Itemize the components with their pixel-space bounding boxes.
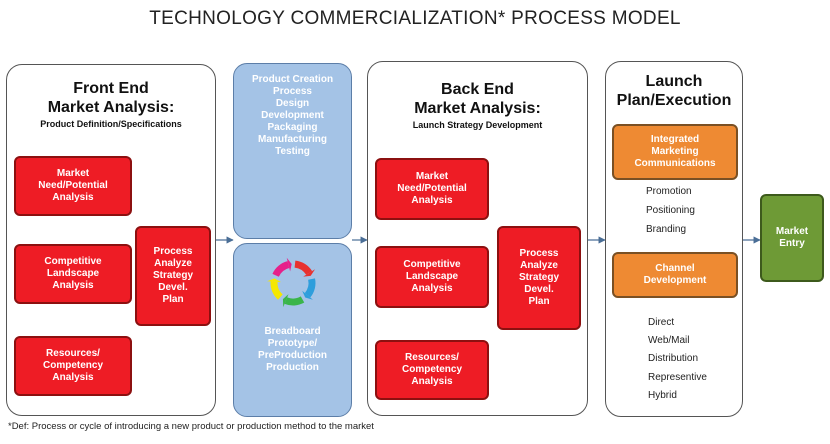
imc-item-branding: Branding (646, 224, 687, 235)
channel-item-web-mail: Web/Mail (648, 335, 690, 346)
back-end-subtitle: Launch Strategy Development (412, 120, 543, 130)
imc-box: Integrated Marketing Communications (612, 124, 738, 180)
launch-title: Launch Plan/Execution (616, 73, 732, 109)
cycle-arrow-segment (304, 278, 316, 298)
be-competitive-box: Competitive Landscape Analysis (375, 246, 489, 308)
be-resources-box: Resources/ Competency Analysis (375, 340, 489, 400)
cycle-arrow-head (282, 294, 289, 308)
be-market-need-box: Market Need/Potential Analysis (375, 158, 489, 220)
front-end-subtitle: Product Definition/Specifications (40, 119, 182, 129)
fe-process-box: Process Analyze Strategy Devel. Plan (135, 226, 211, 326)
back-end-title: Back End Market Analysis: (414, 81, 541, 117)
cycle-arrows-icon (267, 257, 316, 308)
channel-box: Channel Development (612, 252, 738, 298)
prototype-box: Breadboard Prototype/ PreProduction Prod… (233, 243, 352, 417)
cycle-arrow-segment (272, 261, 290, 277)
cycle-arrow-head (286, 257, 292, 272)
imc-item-promotion: Promotion (646, 186, 692, 197)
fe-competitive-box: Competitive Landscape Analysis (14, 244, 132, 304)
channel-item-distribution: Distribution (648, 353, 699, 364)
imc-item-positioning: Positioning (646, 205, 695, 216)
cycle-arrow-head (302, 290, 313, 300)
front-end-title: Front End Market Analysis: (47, 80, 175, 116)
cycle-arrow-segment (294, 260, 313, 276)
channel-item-hybrid: Hybrid (648, 390, 677, 401)
product-creation-box: Product Creation Process Design Developm… (233, 63, 352, 239)
channel-item-direct: Direct (648, 317, 675, 328)
fe-resources-box: Resources/ Competency Analysis (14, 336, 132, 396)
diagram-title: TECHNOLOGY COMMERCIALIZATION* PROCESS MO… (149, 8, 681, 29)
be-process-box: Process Analyze Strategy Devel. Plan (497, 226, 581, 330)
footnote: *Def: Process or cycle of introducing a … (8, 421, 374, 432)
cycle-arrow-head (267, 278, 282, 283)
fe-market-need-box: Market Need/Potential Analysis (14, 156, 132, 216)
market-entry-box: Market Entry (760, 194, 824, 282)
channel-item-representive: Representive (648, 372, 707, 383)
launch-panel: Launch Plan/Execution (605, 61, 743, 417)
cycle-arrow-segment (284, 296, 305, 306)
cycle-arrow-segment (270, 281, 283, 300)
